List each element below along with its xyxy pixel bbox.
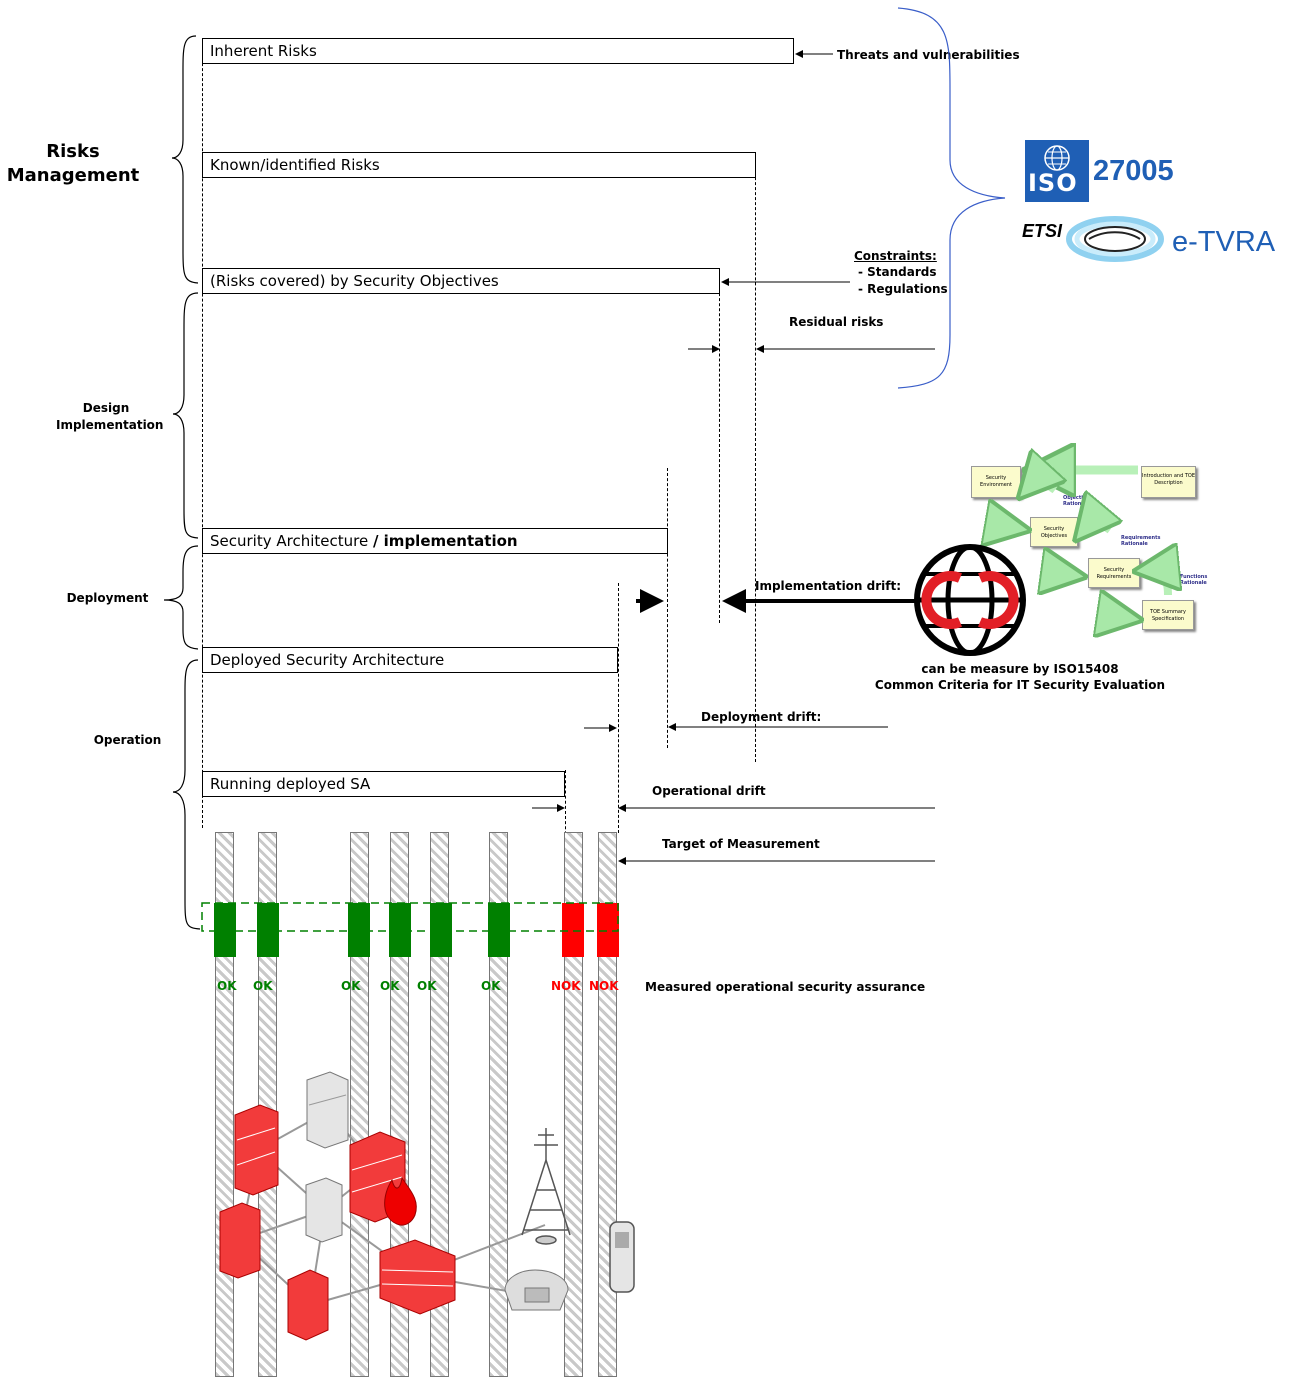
globe-icon	[1044, 145, 1070, 171]
brace-standards	[897, 7, 1006, 389]
residual-risks-note: Residual risks	[789, 315, 884, 329]
measure-block-ok	[488, 903, 510, 957]
cc-evaluation-note: Common Criteria for IT Security Evaluati…	[874, 678, 1166, 692]
measure-block-nok	[597, 903, 619, 957]
etsi-text: ETSI	[1022, 221, 1063, 241]
server-icon	[219, 1202, 261, 1279]
status-label: OK	[253, 979, 273, 993]
firewall-icon	[384, 1176, 417, 1226]
measure-block-nok	[562, 903, 584, 957]
brace-risks-management	[171, 35, 199, 284]
measured-assurance-note: Measured operational security assurance	[645, 980, 926, 994]
threats-note: Threats and vulnerabilities	[837, 48, 1020, 62]
server-icon	[287, 1269, 329, 1341]
baseline-guide	[202, 38, 203, 828]
status-label: NOK	[589, 979, 619, 993]
risks-management-label: Risks Management	[6, 141, 140, 186]
iso-number: 27005	[1093, 155, 1174, 187]
antenna-icon	[521, 1128, 571, 1245]
deployed-guide	[618, 583, 619, 833]
measure-block-ok	[214, 903, 236, 957]
implementation-drift-note: Implementation drift:	[755, 579, 902, 593]
measure-block-ok	[389, 903, 411, 957]
status-label: OK	[341, 979, 361, 993]
constraints-title: Constraints:	[854, 249, 937, 263]
design-implementation-label: Design Implementation	[56, 401, 164, 432]
known-risks-guide	[755, 152, 756, 762]
deployed-architecture-bar: Deployed Security Architecture	[202, 647, 618, 673]
known-risks-bar: Known/identified Risks	[202, 152, 756, 178]
deployment-drift-note: Deployment drift:	[701, 710, 822, 724]
running-guide	[565, 770, 566, 860]
running-sa-bar: Running deployed SA	[202, 771, 565, 797]
status-label: OK	[417, 979, 437, 993]
architecture-label: Security Architecture	[210, 532, 373, 550]
constraints-regulations: - Regulations	[858, 282, 948, 296]
constraints-standards: - Standards	[858, 265, 937, 279]
inherent-risks-bar: Inherent Risks	[202, 38, 794, 64]
cc-box-introduction: Introduction and TOE Description	[1141, 466, 1196, 498]
etsi-swirl-icon	[1066, 216, 1164, 262]
tvra-text: e-TVRA	[1172, 226, 1276, 258]
router-icon	[379, 1239, 456, 1315]
cc-functions-rationale: Functions Rationale	[1180, 574, 1208, 586]
brace-operation	[172, 659, 201, 930]
objectives-guide	[719, 268, 720, 623]
covered-risks-bar: (Risks covered) by Security Objectives	[202, 268, 720, 294]
deployment-label: Deployment	[66, 591, 149, 605]
measure-block-ok	[257, 903, 279, 957]
operation-label: Operation	[93, 733, 162, 747]
server-icon	[305, 1177, 343, 1243]
target-of-measurement-note: Target of Measurement	[662, 837, 820, 851]
cc-box-security-environment: Security Environment	[971, 466, 1021, 498]
cc-box-toe-summary: TOE Summary Specification	[1142, 600, 1194, 630]
measure-block-ok	[348, 903, 370, 957]
measure-block-ok	[430, 903, 452, 957]
brace-design	[172, 292, 199, 539]
server-icon	[306, 1071, 349, 1149]
mobile-phone-icon	[609, 1221, 635, 1293]
iso-text: ISO	[1028, 169, 1078, 197]
architecture-bold-label: / implementation	[372, 532, 518, 550]
security-architecture-bar: Security Architecture / implementation	[202, 528, 668, 554]
operational-drift-note: Operational drift	[652, 784, 766, 798]
cc-measure-note: can be measure by ISO15408	[921, 662, 1119, 676]
iso-logo: ISO	[1025, 140, 1089, 202]
server-icon	[234, 1104, 279, 1196]
architecture-guide	[667, 468, 668, 748]
status-label: OK	[217, 979, 237, 993]
phone-icon	[504, 1269, 569, 1311]
brace-deployment	[163, 545, 199, 650]
common-criteria-logo-icon	[914, 544, 1026, 656]
status-label: OK	[380, 979, 400, 993]
status-label: OK	[481, 979, 501, 993]
status-label: NOK	[551, 979, 581, 993]
